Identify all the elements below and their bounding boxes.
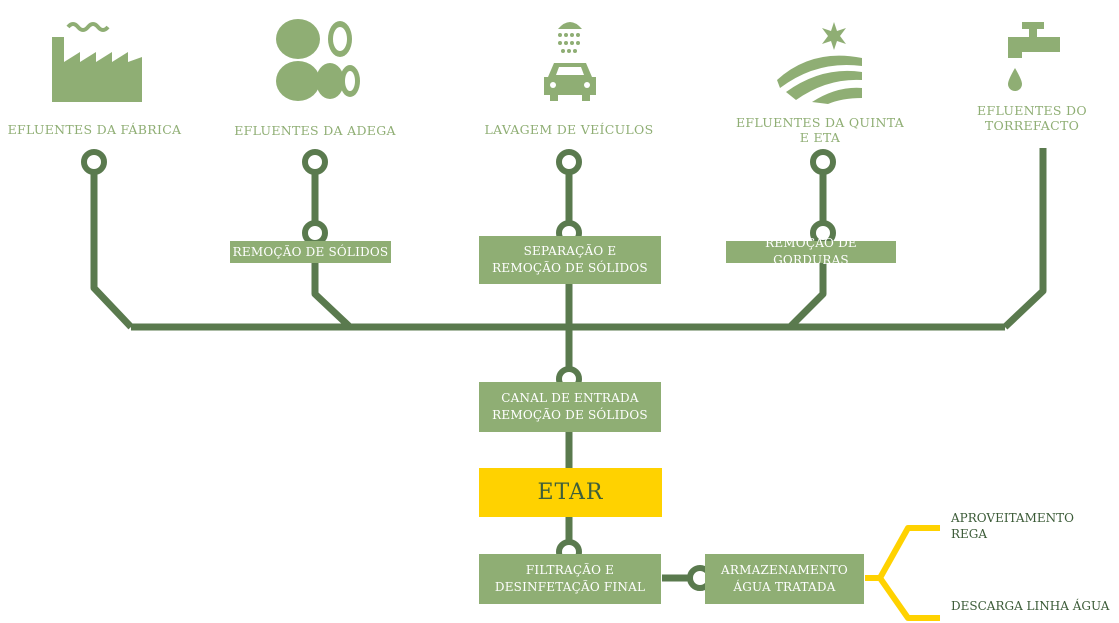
faucet-icon xyxy=(1008,22,1060,91)
source-label-quinta-line1: EFLUENTES DA QUINTA xyxy=(735,115,905,130)
car-wash-icon xyxy=(544,22,596,101)
source-label-fabrica: EFLUENTES DA FÁBRICA xyxy=(7,122,182,137)
separacao-line2: REMOÇÃO DE SÓLIDOS xyxy=(492,261,648,275)
filtracao-box: FILTRAÇÃO E DESINFETAÇÃO FINAL xyxy=(479,554,661,604)
node-lavagem-top xyxy=(556,149,582,175)
armazenamento-line1: ARMAZENAMENTO xyxy=(721,563,848,577)
source-label-quinta: EFLUENTES DA QUINTA E ETA xyxy=(730,115,910,145)
node-adega-box xyxy=(302,220,328,246)
factory-icon xyxy=(52,22,142,102)
source-label-quinta-line2: E ETA xyxy=(799,130,841,145)
filtracao-line1: FILTRAÇÃO E xyxy=(525,563,615,577)
source-label-torrefacto-line2: TORREFACTO xyxy=(984,118,1080,133)
armazenamento-box: ARMAZENAMENTO ÁGUA TRATADA xyxy=(705,554,864,604)
node-fabrica-top xyxy=(81,149,107,175)
source-label-torrefacto: EFLUENTES DO TORREFACTO xyxy=(972,103,1092,133)
branch-fabrica xyxy=(90,170,134,330)
descarga-label: DESCARGA LINHA ÁGUA xyxy=(951,599,1110,613)
aproveitamento-label: APROVEITAMENTO REGA xyxy=(951,510,1074,542)
source-label-adega: EFLUENTES DA ADEGA xyxy=(234,123,396,138)
remocao-gorduras-box: REMOÇÃO DE GORDURAS xyxy=(726,236,896,267)
branch-torrefacto xyxy=(1002,148,1047,330)
source-label-lavagem: LAVAGEM DE VEÍCULOS xyxy=(484,122,654,137)
remocao-solidos-adega-label: REMOÇÃO DE SÓLIDOS xyxy=(232,244,389,259)
aproveitamento-line2: REGA xyxy=(951,527,988,541)
branch-adega xyxy=(311,170,353,330)
separacao-line1: SEPARAÇÃO E xyxy=(523,244,617,258)
armazenamento-line2: ÁGUA TRATADA xyxy=(733,580,836,594)
canal-line2: REMOÇÃO DE SÓLIDOS xyxy=(492,408,648,422)
remocao-solidos-adega-box: REMOÇÃO DE SÓLIDOS xyxy=(230,241,391,263)
source-label-torrefacto-line1: EFLUENTES DO xyxy=(977,103,1087,118)
node-quinta-top xyxy=(810,149,836,175)
aproveitamento-line1: APROVEITAMENTO xyxy=(951,511,1074,525)
canal-line1: CANAL DE ENTRADA xyxy=(501,391,639,405)
etar-box: ETAR xyxy=(479,468,662,517)
etar-label: ETAR xyxy=(537,480,604,505)
node-adega-top xyxy=(302,149,328,175)
output-fork xyxy=(865,525,940,621)
filtracao-line2: DESINFETAÇÃO FINAL xyxy=(494,580,646,594)
barrels-icon xyxy=(276,19,360,101)
canal-entrada-box: CANAL DE ENTRADA REMOÇÃO DE SÓLIDOS xyxy=(479,382,661,432)
branch-quinta xyxy=(787,170,827,330)
farm-field-icon xyxy=(777,22,862,104)
remocao-gorduras-label: REMOÇÃO DE GORDURAS xyxy=(765,236,857,267)
separacao-remocao-box: SEPARAÇÃO E REMOÇÃO DE SÓLIDOS xyxy=(479,236,661,284)
